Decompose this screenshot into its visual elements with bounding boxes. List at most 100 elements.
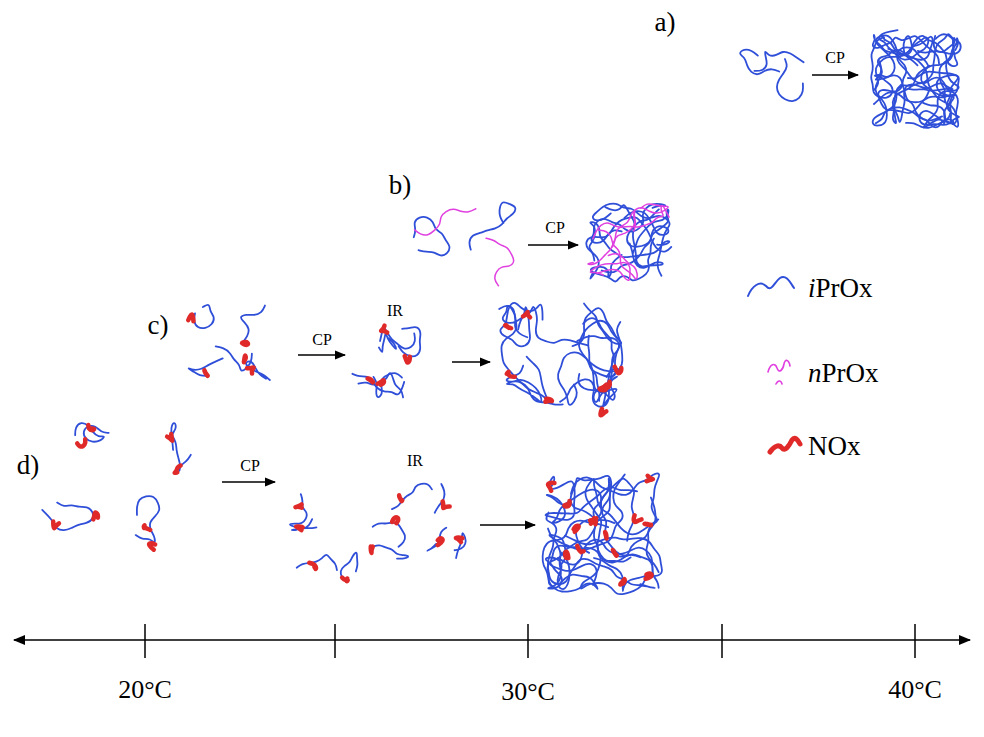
ipox-chain [352, 374, 404, 395]
nox-segment [604, 382, 609, 388]
nox-segment [167, 434, 172, 441]
nox-segment [507, 372, 515, 377]
nox-segment [443, 501, 450, 508]
nox-segment [144, 525, 150, 530]
panel-letter: d) [17, 452, 40, 479]
legend-label: NOx [808, 432, 861, 462]
nox-segment [646, 573, 652, 578]
nox-segment [368, 379, 373, 383]
nox-segment [242, 342, 248, 345]
process-arrow [452, 361, 490, 362]
polymer-chains [42, 30, 960, 594]
nox-segment [392, 517, 398, 523]
nox-segment [399, 495, 402, 501]
axis-tick [721, 624, 723, 658]
nox-segment [577, 546, 583, 552]
nox-segment [647, 476, 653, 481]
ipox-chain [777, 59, 803, 101]
panel-letter: b) [389, 172, 412, 199]
process-arrow [298, 354, 345, 355]
ipox-chain [882, 35, 957, 124]
axis-tick [334, 624, 336, 658]
nox-segment [438, 538, 443, 545]
nox-segment [574, 526, 579, 532]
legend-sample-line [748, 277, 794, 296]
nox-segment [204, 370, 207, 376]
nox-segment [93, 513, 98, 520]
ipox-chain [558, 322, 622, 405]
nox-segment [620, 579, 625, 584]
nox-segment [456, 538, 463, 542]
ipox-chain [571, 476, 641, 558]
ipox-chain [740, 50, 779, 75]
nox-segment [296, 504, 302, 507]
ipox-chain [876, 35, 928, 79]
intermediate-label: IR [387, 303, 403, 319]
axis-tick [914, 624, 916, 658]
process-arrow [222, 481, 275, 482]
ipox-chain [292, 519, 317, 530]
cloud-point-label: CP [825, 50, 845, 66]
nox-segment [149, 543, 155, 550]
ipox-chain [500, 303, 542, 346]
ipox-chain [373, 523, 405, 547]
temperature-label: 20°C [118, 677, 172, 703]
cloud-point-label: CP [545, 220, 565, 236]
cloud-point-label: CP [240, 458, 260, 474]
temperature-label: 40°C [888, 677, 942, 703]
intermediate-label: IR [407, 453, 423, 469]
nox-segment [296, 526, 303, 530]
nox-segment [545, 399, 552, 402]
temperature-label: 30°C [501, 679, 555, 705]
nox-segment [88, 425, 94, 430]
nox-segment [600, 409, 606, 416]
nox-segment [77, 439, 85, 446]
nox-segment [342, 578, 348, 581]
axis-tick [527, 624, 529, 658]
temperature-axis [14, 624, 970, 658]
process-arrow [528, 244, 578, 245]
axis-line [14, 639, 970, 641]
ipox-chain [565, 536, 662, 591]
nox-segment [645, 524, 651, 526]
nox-segment [244, 356, 246, 363]
nox-segment [565, 552, 568, 558]
ipox-chain [399, 327, 421, 356]
nox-segment [381, 326, 387, 333]
npox-chain [590, 263, 630, 281]
ipox-chain [136, 496, 160, 542]
npox-chain [415, 209, 476, 235]
ipox-chain [873, 35, 939, 65]
ipox-chain [373, 545, 408, 558]
ipox-chain [571, 474, 659, 572]
ipox-chain [189, 358, 223, 375]
nox-segment [175, 466, 181, 473]
process-arrow [480, 524, 535, 525]
ipox-chain [585, 479, 658, 562]
ipox-chain [297, 555, 337, 570]
ipox-chain [455, 533, 466, 558]
ipox-chain [241, 306, 265, 343]
ipox-chain [469, 202, 515, 249]
nox-segment [309, 563, 316, 569]
nox-segment [53, 522, 59, 529]
panel-letter: a) [655, 9, 676, 36]
nox-segment [605, 532, 607, 538]
ipox-chain [392, 484, 432, 509]
npox-chain [612, 204, 668, 247]
process-arrows [222, 75, 858, 525]
nox-segment [188, 314, 193, 321]
nox-segment [613, 550, 617, 556]
nox-segment [591, 518, 596, 524]
ipox-chain [194, 305, 214, 328]
ipox-chain [42, 503, 93, 531]
legend-label: nPrOx [808, 359, 879, 389]
legend-sample-shape [770, 438, 800, 452]
nox-segment [590, 518, 596, 521]
nox-segment [405, 356, 410, 362]
ipox-chain [379, 333, 396, 351]
nox-segment [505, 325, 511, 328]
ipox-chain [876, 72, 959, 128]
cloud-point-label: CP [312, 332, 332, 348]
panel-letter: c) [148, 312, 169, 339]
